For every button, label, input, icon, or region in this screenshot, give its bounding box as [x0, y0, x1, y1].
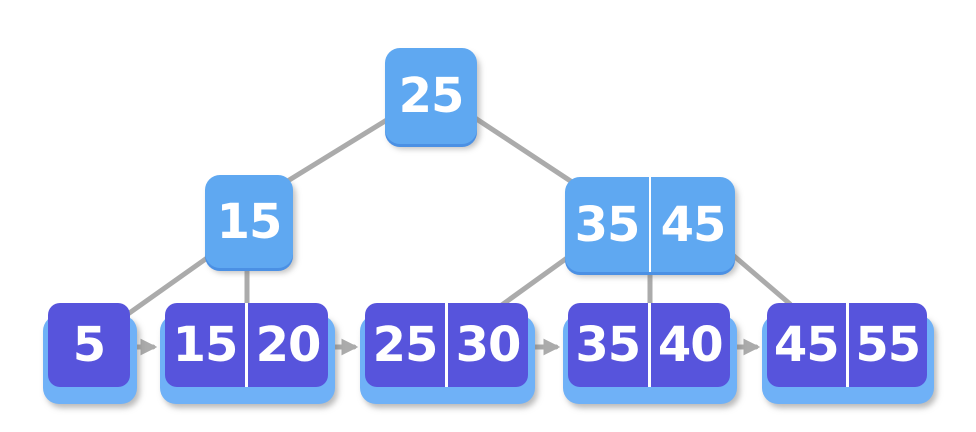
- key-cell: 25: [372, 317, 439, 373]
- internal-node-right: 35 45: [565, 177, 735, 272]
- key-cell: 25: [398, 68, 465, 124]
- leaf-node-1: 5: [43, 303, 137, 404]
- key-cell: 35: [574, 196, 641, 253]
- leaf-node-4: 35 40: [563, 303, 737, 404]
- key-cell: 35: [575, 317, 641, 373]
- key-cell: 15: [216, 193, 283, 250]
- key-cell: 5: [72, 317, 106, 373]
- key-cell: 15: [172, 317, 239, 373]
- edge-root-to-internal-right: [469, 113, 575, 185]
- leaf-node-3: 25 30: [360, 303, 535, 404]
- edge-internal-left-to-leaf-1: [125, 255, 210, 317]
- edge-internal-right-to-leaf-5: [731, 253, 793, 307]
- internal-node-left: 15: [205, 175, 293, 268]
- edge-root-to-internal-left: [283, 115, 393, 185]
- root-node: 25: [385, 48, 477, 144]
- key-cell: 45: [649, 177, 735, 272]
- key-cell: 30: [445, 303, 528, 387]
- key-cell: 20: [245, 303, 328, 387]
- key-cell: 55: [845, 303, 928, 387]
- key-cell: 40: [647, 303, 731, 387]
- leaf-node-5: 45 55: [762, 303, 934, 404]
- leaf-node-2: 15 20: [160, 303, 335, 404]
- key-cell: 45: [773, 317, 840, 373]
- edge-internal-right-to-leaf-3: [496, 255, 570, 310]
